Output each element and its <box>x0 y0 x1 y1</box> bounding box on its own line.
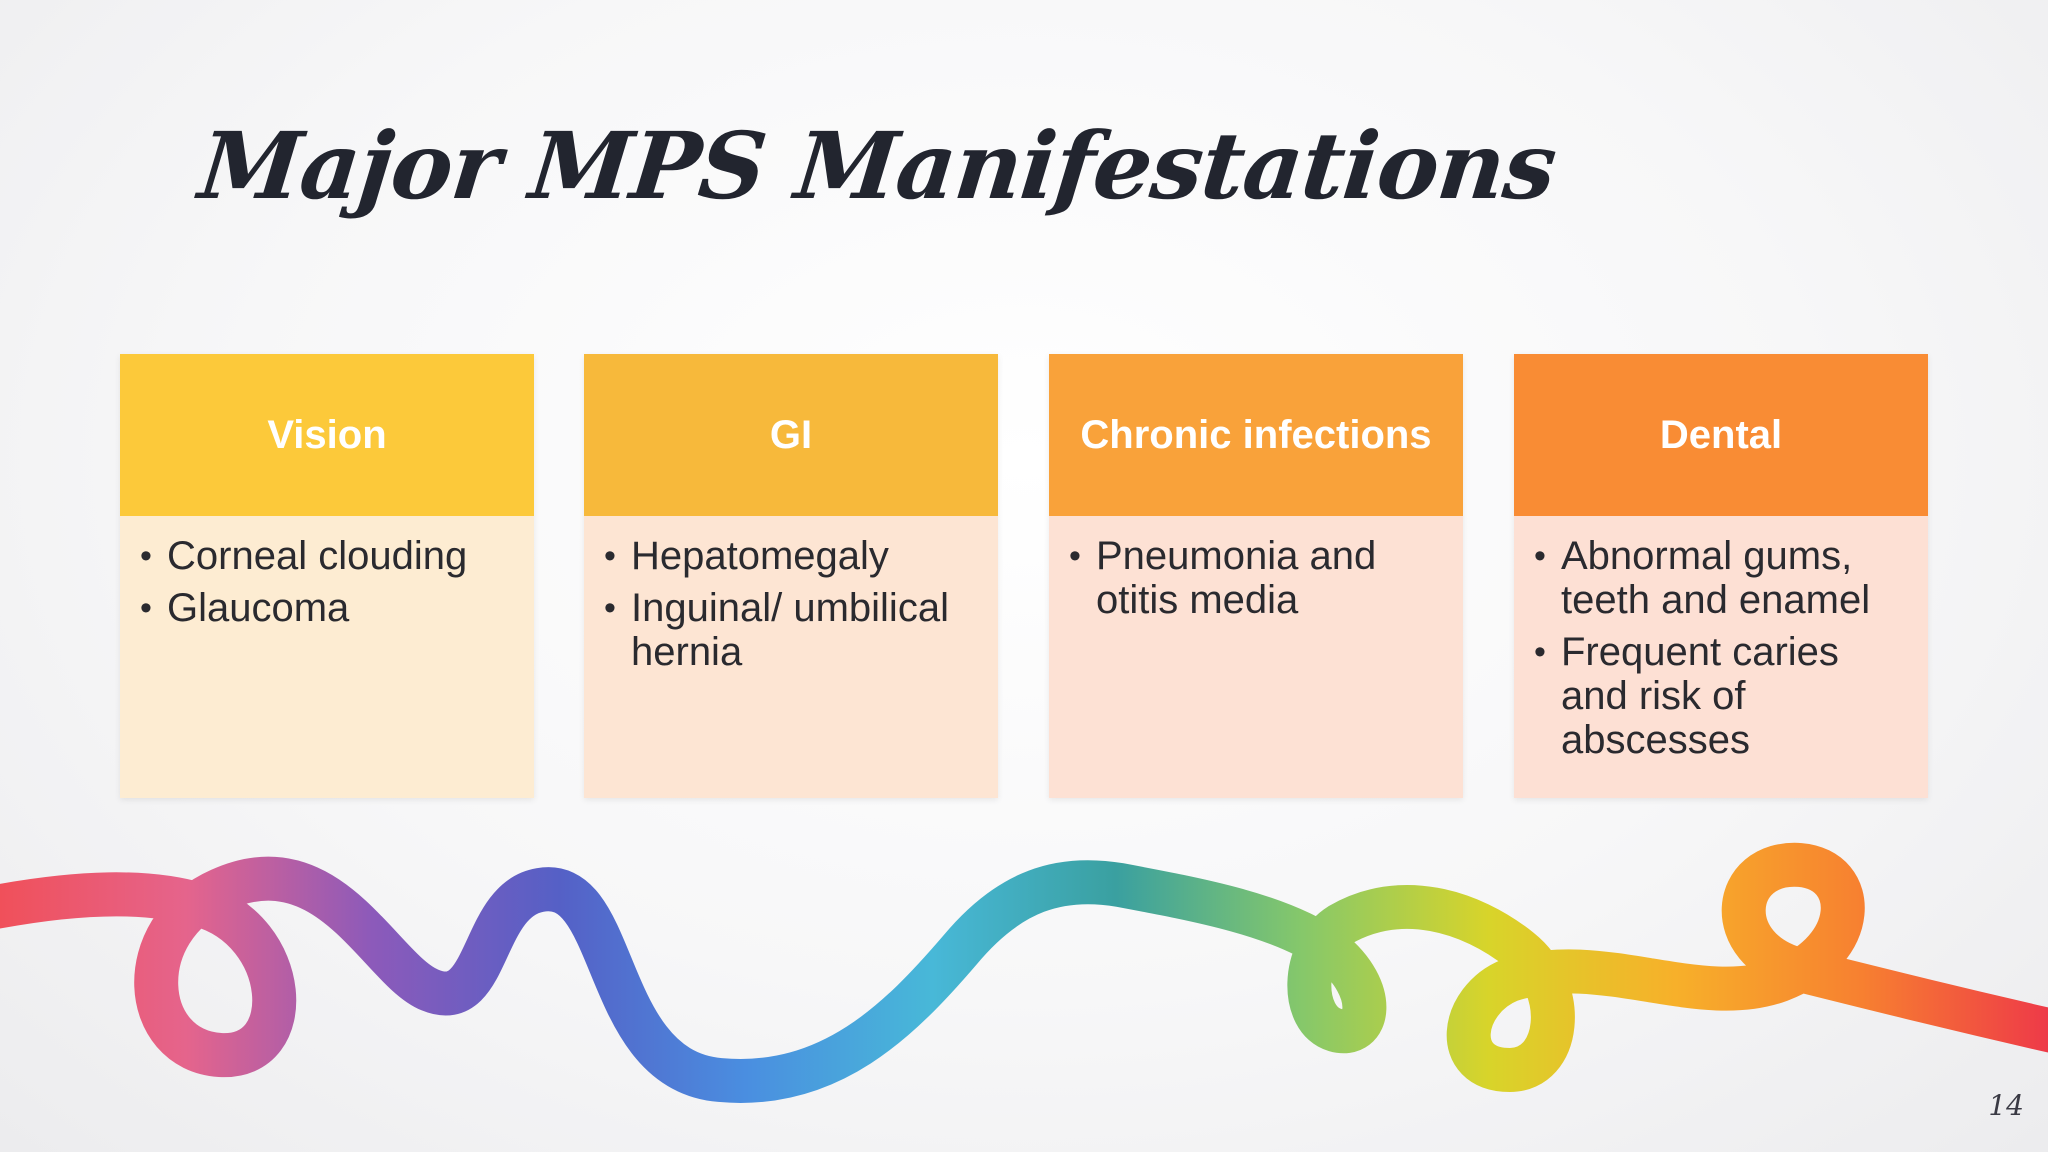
bullet-list: Abnormal gums, teeth and enamel Frequent… <box>1534 534 1910 762</box>
card-body: Pneumonia and otitis media <box>1049 516 1463 798</box>
bullet-item: Pneumonia and otitis media <box>1069 534 1445 622</box>
bullet-item: Corneal clouding <box>140 534 516 578</box>
card-vision: Vision Corneal clouding Glaucoma <box>120 354 534 798</box>
ribbon-path <box>0 842 2048 1103</box>
card-heading: Chronic infections <box>1049 354 1463 516</box>
bullet-list: Hepatomegaly Inguinal/ umbilical hernia <box>604 534 980 674</box>
card-heading: GI <box>584 354 998 516</box>
bullet-item: Glaucoma <box>140 586 516 630</box>
bullet-list: Pneumonia and otitis media <box>1069 534 1445 622</box>
slide-title: Major MPS Manifestations <box>194 112 1561 220</box>
bullet-list: Corneal clouding Glaucoma <box>140 534 516 630</box>
bullet-item: Frequent caries and risk of abscesses <box>1534 630 1910 762</box>
card-body: Hepatomegaly Inguinal/ umbilical hernia <box>584 516 998 798</box>
card-chronic-infections: Chronic infections Pneumonia and otitis … <box>1049 354 1463 798</box>
card-body: Corneal clouding Glaucoma <box>120 516 534 798</box>
page-number: 14 <box>1988 1089 2024 1122</box>
card-dental: Dental Abnormal gums, teeth and enamel F… <box>1514 354 1928 798</box>
bullet-item: Abnormal gums, teeth and enamel <box>1534 534 1910 622</box>
manifestation-cards: Vision Corneal clouding Glaucoma GI Hepa… <box>120 354 1928 798</box>
card-body: Abnormal gums, teeth and enamel Frequent… <box>1514 516 1928 798</box>
bullet-item: Inguinal/ umbilical hernia <box>604 586 980 674</box>
card-heading: Dental <box>1514 354 1928 516</box>
bullet-item: Hepatomegaly <box>604 534 980 578</box>
card-gi: GI Hepatomegaly Inguinal/ umbilical hern… <box>584 354 998 798</box>
card-heading: Vision <box>120 354 534 516</box>
rainbow-ribbon-decoration <box>0 842 2048 1103</box>
